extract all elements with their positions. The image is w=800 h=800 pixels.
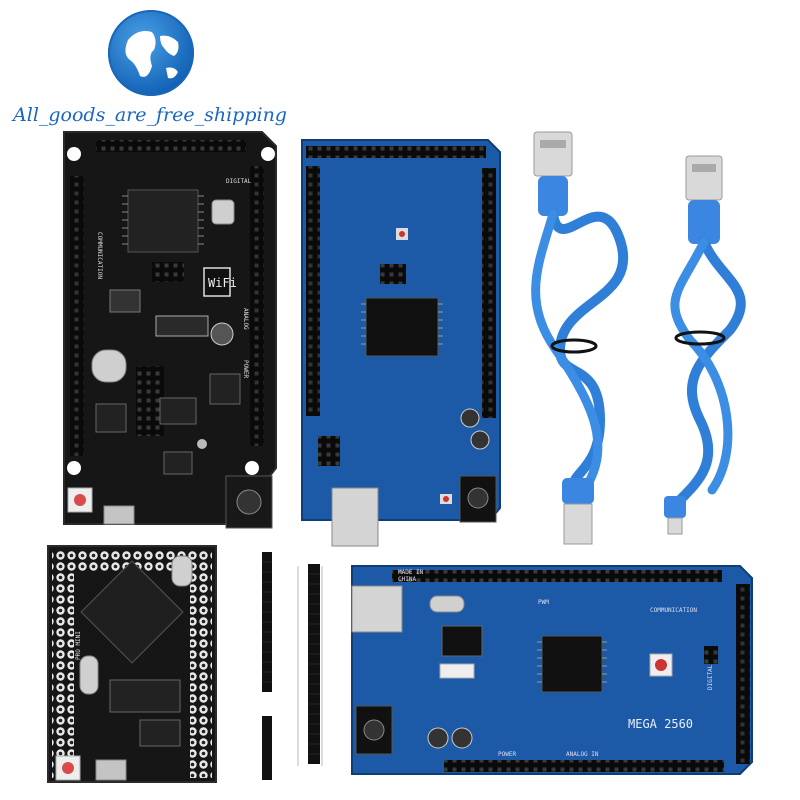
pwm-label: PWM [538, 599, 549, 606]
mega-2560-label: MEGA 2560 [628, 717, 693, 731]
logo-text: All_goods_are_free_shipping [13, 104, 287, 126]
usb-b-cable [531, 131, 628, 545]
blue-mega-board [301, 139, 501, 547]
mega-2560-board: MEGA 2560 MADE IN CHINA PWM COMMUNICATIO… [351, 565, 753, 775]
wifi-label: WiFi [208, 276, 237, 290]
mega-comm-label: COMMUNICATION [650, 607, 697, 614]
wifi-mega-board: WiFi DIGITAL COMMUNICATION POWER ANALOG [63, 131, 277, 529]
pro-mini-board: PRO MINI [47, 545, 217, 783]
wifi-comm-label: COMMUNICATION [96, 232, 103, 279]
pro-mini-label: PRO MINI [75, 631, 82, 660]
mega-power-label: POWER [498, 751, 516, 758]
country-label: CHINA [398, 576, 416, 583]
analog-in-label: ANALOG IN [566, 751, 599, 758]
wifi-power-label: POWER [242, 360, 249, 378]
header-pin-strips [262, 552, 323, 780]
wifi-analog-label: ANALOG [242, 308, 249, 330]
globe-icon [108, 10, 194, 96]
digital-label: DIGITAL [707, 664, 714, 690]
wifi-digital-label: DIGITAL [226, 178, 252, 185]
made-in-label: MADE IN [398, 569, 424, 576]
micro-usb-cable [664, 155, 746, 535]
